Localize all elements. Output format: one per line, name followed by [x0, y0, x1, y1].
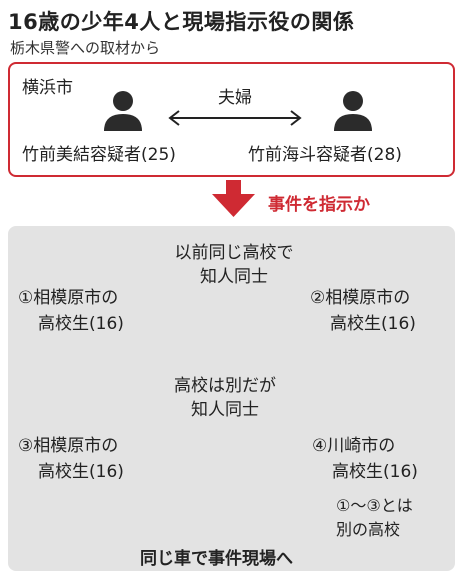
person-4-note: ①～③とは 別の高校 [336, 494, 413, 542]
person-name-left: 竹前美結容疑者(25) [22, 145, 176, 165]
person-3: ③相模原市の 高校生(16) [18, 433, 124, 485]
person-2: ②相模原市の 高校生(16) [310, 285, 416, 337]
relation-line: 知人同士 [191, 400, 259, 420]
note-line: 別の高校 [336, 520, 401, 539]
relation-line: 以前同じ高校で [174, 243, 294, 263]
person-number: ② [310, 288, 326, 308]
person-icon [104, 91, 142, 131]
instruction-arrow-icon [212, 180, 255, 217]
person-desc: 相模原市の [33, 436, 119, 456]
person-name-right: 竹前海斗容疑者(28) [248, 145, 402, 165]
footer-label: 同じ車で事件現場へ [140, 549, 293, 569]
bottom-group-panel [8, 226, 455, 571]
person-number: ④ [312, 436, 328, 456]
person-desc: 相模原市の [325, 288, 411, 308]
relation-label-top: 以前同じ高校で 知人同士 [154, 241, 314, 289]
person-desc: 高校生(16) [330, 314, 416, 334]
person-desc: 相模原市の [33, 288, 119, 308]
location-label: 横浜市 [22, 78, 73, 98]
spouse-arrow [168, 110, 302, 126]
person-desc: 川崎市の [327, 436, 396, 456]
relation-label-spouse: 夫婦 [218, 88, 252, 108]
person-desc: 高校生(16) [332, 462, 418, 482]
person-1: ①相模原市の 高校生(16) [18, 285, 124, 337]
relation-label-diagonal: 高校は別だが 知人同士 [150, 374, 300, 422]
source-caption: 栃木県警への取材から [10, 39, 161, 57]
person-desc: 高校生(16) [38, 462, 124, 482]
relation-line: 知人同士 [200, 267, 268, 287]
person-desc: 高校生(16) [38, 314, 124, 334]
person-number: ③ [18, 436, 34, 456]
person-number: ① [18, 288, 34, 308]
instruction-label: 事件を指示か [268, 195, 370, 215]
top-group-box [8, 62, 455, 177]
person-icon [334, 91, 372, 131]
note-line: ①～③とは [336, 496, 413, 515]
page-title: 16歳の少年4人と現場指示役の関係 [8, 10, 355, 34]
person-4: ④川崎市の 高校生(16) [312, 433, 418, 485]
relation-line: 高校は別だが [174, 376, 276, 396]
